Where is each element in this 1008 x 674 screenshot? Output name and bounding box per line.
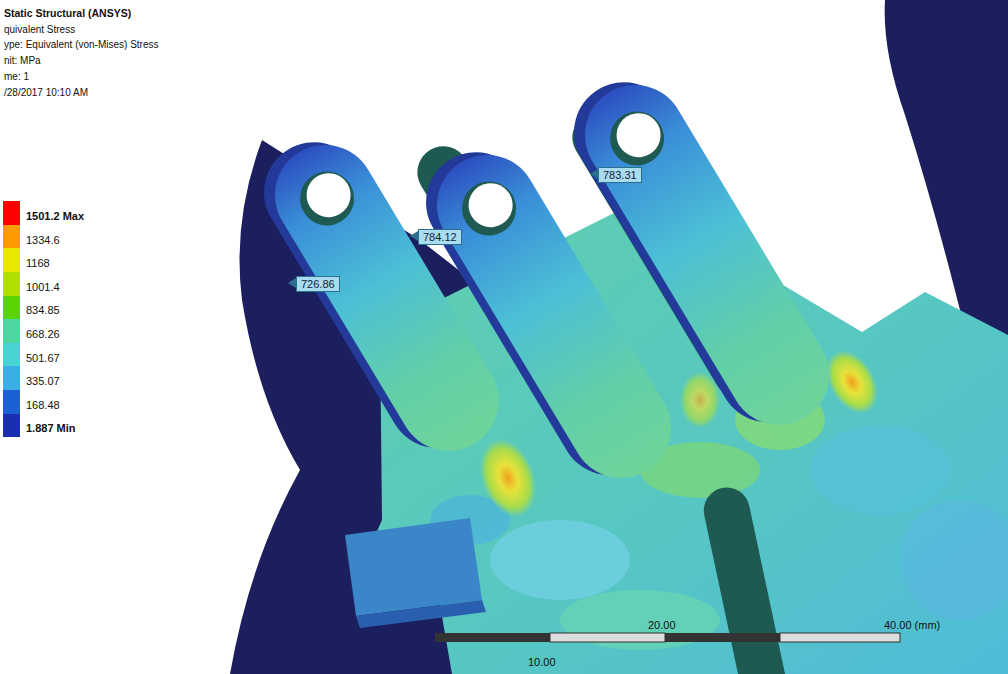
result-info-holder: nit: MPa <box>4 50 41 68</box>
legend-value: 168.48 <box>26 399 60 411</box>
legend-swatch <box>3 201 20 225</box>
legend-value-holder: 168.48 <box>26 395 60 413</box>
legend-swatch <box>3 366 20 390</box>
probe-value: 783.31 <box>598 167 642 183</box>
result-info-holder: quivalent Stress <box>4 19 75 37</box>
legend-value: 1501.2 Max <box>26 210 84 222</box>
probe-value: 726.86 <box>296 276 340 292</box>
result-info: nit: MPa <box>4 55 41 66</box>
result-title: Static Structural (ANSYS) <box>4 7 131 19</box>
legend-swatch <box>3 248 20 272</box>
result-info: ype: Equivalent (von-Mises) Stress <box>4 39 159 50</box>
legend-value-holder: 668.26 <box>26 324 60 342</box>
legend-swatch <box>3 343 20 367</box>
legend-swatch <box>3 390 20 414</box>
legend-value-holder: 1.887 Min <box>26 418 76 436</box>
probe-value-holder: 784.12 <box>418 227 462 245</box>
result-info: me: 1 <box>4 71 29 82</box>
legend-value-holder: 834.85 <box>26 300 60 318</box>
legend-value: 1168 <box>26 257 50 269</box>
result-info: quivalent Stress <box>4 24 75 35</box>
legend-value: 501.67 <box>26 352 60 364</box>
scale-label-holder: 10.00 <box>528 652 556 670</box>
legend-value: 1.887 Min <box>26 422 76 434</box>
probe-value-holder: 783.31 <box>598 165 642 183</box>
result-info: /28/2017 10:10 AM <box>4 87 88 98</box>
legend-swatch <box>3 319 20 343</box>
legend-swatch <box>3 272 20 296</box>
probe-value: 784.12 <box>418 229 462 245</box>
legend-value-holder: 335.07 <box>26 371 60 389</box>
scale-label: 20.00 <box>648 619 676 631</box>
legend-value-holder: 1168 <box>26 253 50 271</box>
scale-label: 10.00 <box>528 656 556 668</box>
scale-label-holder: 20.00 <box>648 615 676 633</box>
legend-value: 335.07 <box>26 375 60 387</box>
legend-value-holder: 501.67 <box>26 348 60 366</box>
legend-value-holder: 1334.6 <box>26 230 60 248</box>
result-info-holder: me: 1 <box>4 66 29 84</box>
probe-value-holder: 726.86 <box>296 274 340 292</box>
legend-value: 1001.4 <box>26 281 60 293</box>
legend-value-holder: 1001.4 <box>26 277 60 295</box>
result-title-holder: Static Structural (ANSYS) <box>4 3 131 21</box>
legend-swatch <box>3 225 20 249</box>
legend-value: 1334.6 <box>26 234 60 246</box>
legend-value: 834.85 <box>26 304 60 316</box>
legend-value: 668.26 <box>26 328 60 340</box>
scale-label: 40.00 (mm) <box>884 619 940 631</box>
legend-value-holder: 1501.2 Max <box>26 206 84 224</box>
legend-swatch <box>3 296 20 320</box>
scale-label-holder: 40.00 (mm) <box>884 615 940 633</box>
legend-swatch <box>3 414 20 438</box>
result-info-holder: /28/2017 10:10 AM <box>4 82 88 100</box>
result-info-holder: ype: Equivalent (von-Mises) Stress <box>4 34 159 52</box>
